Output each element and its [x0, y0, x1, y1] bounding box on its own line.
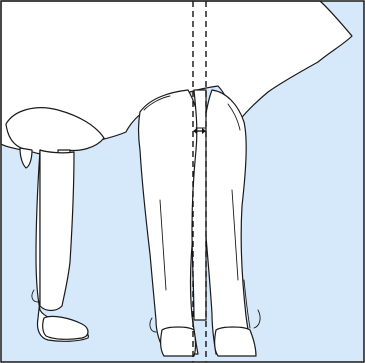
near-right-hoof: [215, 327, 256, 356]
near-left-hoof: [161, 327, 196, 356]
